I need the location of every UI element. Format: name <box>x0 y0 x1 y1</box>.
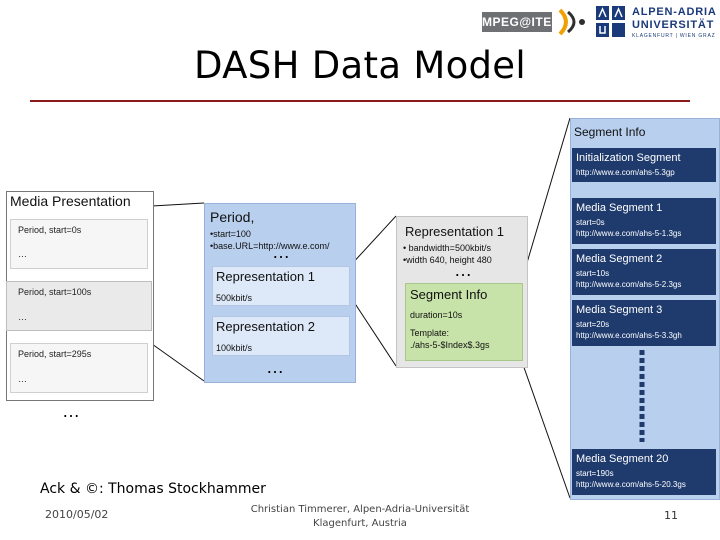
slide-title: DASH Data Model <box>194 44 526 87</box>
media-segment-start: start=190s <box>576 469 614 478</box>
period-label: Period, start=295s <box>18 349 92 359</box>
mpeg-itec-logo: MPEG@ITEC <box>482 12 560 32</box>
media-segment-title: Media Segment 20 <box>576 453 669 465</box>
representation-dots: … <box>454 260 474 280</box>
media-segment-box <box>572 249 716 295</box>
period-start-attr: •start=100 <box>210 229 251 239</box>
page-number: 11 <box>664 509 678 522</box>
aau-logo-icon <box>596 6 625 37</box>
period-dots-bottom: … <box>266 357 286 377</box>
representation-detail-title: Representation 1 <box>405 224 505 239</box>
footer-line1: Christian Timmerer, Alpen-Adria-Universi… <box>250 504 470 515</box>
segment-template: ./ahs-5-$Index$.3gs <box>410 340 490 350</box>
period-dots: … <box>18 312 27 322</box>
more-periods-dots: … <box>62 401 82 421</box>
segment-info-box <box>405 283 523 361</box>
initialization-segment-box <box>572 148 716 182</box>
media-presentation-title: Media Presentation <box>10 193 131 209</box>
media-segment-box <box>572 198 716 244</box>
media-segment-url: http://www.e.com/ahs-5-1.3gs <box>576 229 682 238</box>
acknowledgement: Ack & ©: Thomas Stockhammer <box>40 481 266 497</box>
media-segment-box <box>572 449 716 495</box>
period-row <box>10 219 148 269</box>
segments-continuation-dots <box>639 350 645 442</box>
period-dots-top: … <box>272 242 292 262</box>
representation-bandwidth: • bandwidth=500kbit/s <box>403 243 491 253</box>
footer-author: Christian Timmerer, Alpen-Adria-Universi… <box>240 503 480 531</box>
period-row <box>10 343 148 393</box>
media-segment-title: Media Segment 3 <box>576 304 663 316</box>
segment-duration: duration=10s <box>410 310 463 320</box>
period-baseurl-attr: •base.URL=http://www.e.com/ <box>210 241 330 251</box>
title-rule <box>30 100 690 102</box>
period-dots: … <box>18 374 27 384</box>
footer-line2: Klagenfurt, Austria <box>313 518 407 529</box>
media-segment-url: http://www.e.com/ahs-5-20.3gs <box>576 480 686 489</box>
aau-name-line3: KLAGENFURT | WIEN GRAZ <box>632 33 716 39</box>
media-segment-start: start=20s <box>576 320 610 329</box>
representation-2-bitrate: 100kbit/s <box>216 343 253 353</box>
period-label: Period, start=100s <box>18 287 92 297</box>
initialization-segment-title: Initialization Segment <box>576 152 681 164</box>
representation-2-box <box>212 316 350 356</box>
aau-name-line2: UNIVERSITÄT <box>632 19 715 31</box>
initialization-segment-url: http://www.e.com/ahs-5.3gp <box>576 168 675 177</box>
media-segment-box <box>572 300 716 346</box>
media-segment-url: http://www.e.com/ahs-5-2.3gs <box>576 280 682 289</box>
aau-name-line1: ALPEN-ADRIA <box>632 6 717 18</box>
segment-info-title: Segment Info <box>574 125 646 139</box>
segment-template-label: Template: <box>410 328 450 338</box>
media-segment-url: http://www.e.com/ahs-5-3.3gh <box>576 331 682 340</box>
representation-1-title: Representation 1 <box>216 269 316 284</box>
itec-swirl-icon <box>558 8 585 36</box>
media-segment-start: start=0s <box>576 218 605 227</box>
media-segment-title: Media Segment 2 <box>576 253 663 265</box>
representation-1-bitrate: 500kbit/s <box>216 293 253 303</box>
period-row-selected <box>6 281 152 331</box>
media-segment-start: start=10s <box>576 269 610 278</box>
period-dots: … <box>18 249 27 259</box>
media-segment-title: Media Segment 1 <box>576 202 663 214</box>
representation-dimensions: •width 640, height 480 <box>403 255 492 265</box>
segment-info-box-title: Segment Info <box>410 287 488 302</box>
period-label: Period, start=0s <box>18 225 82 235</box>
slide-date: 2010/05/02 <box>45 508 109 521</box>
representation-1-box <box>212 266 350 306</box>
period-detail-title: Period, <box>210 209 255 225</box>
representation-2-title: Representation 2 <box>216 319 316 334</box>
